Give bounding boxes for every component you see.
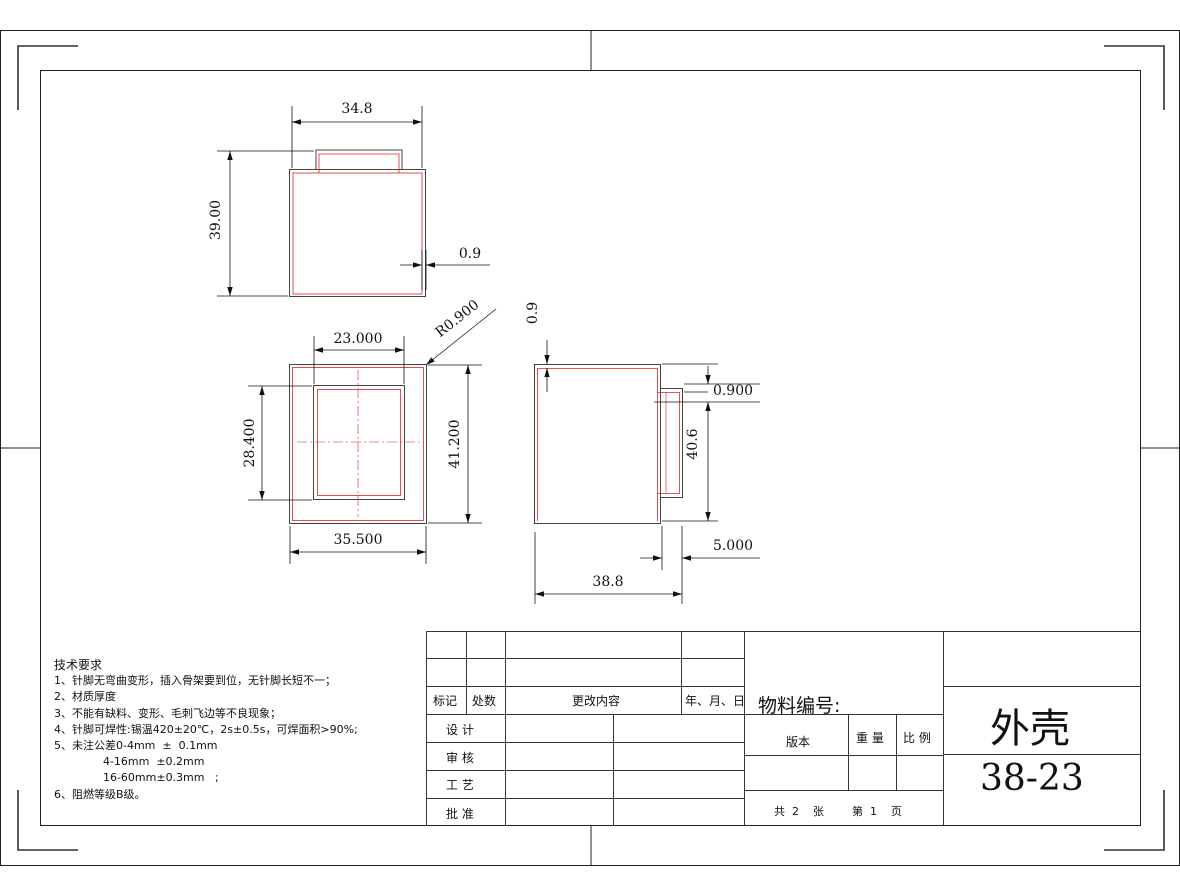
side-view-dimensions: [534, 340, 760, 604]
rev-header-mark: 标记: [433, 694, 458, 708]
tech-req-line-2: 2、材质厚度: [54, 690, 116, 704]
rev-header-date: 年、月、日: [685, 694, 746, 708]
tech-req-line-4: 4、针脚可焊性:锡温420±20℃，2s±0.5s，可焊面积>90%;: [54, 722, 358, 736]
role-approve: 批 准: [446, 807, 474, 821]
tech-req-line-6: 4-16mm ±0.2mm: [54, 755, 205, 769]
dim-front-outer-width: 35.500: [334, 532, 383, 548]
top-view: [289, 149, 426, 297]
weight-label: 重 量: [856, 731, 884, 745]
tech-req-line-3: 3、不能有缺料、变形、毛刺飞边等不良现象；: [54, 706, 281, 720]
drawing-number: 38-23: [980, 758, 1084, 799]
front-view: [289, 364, 427, 524]
top-view-dimensions: [217, 106, 490, 297]
corner-marks: [17, 45, 1165, 851]
sheet-info: 共 2 张 第 1 页: [774, 805, 902, 818]
dim-side-height: 40.6: [685, 428, 701, 459]
technical-requirements: 技术要求 1、针脚无弯曲变形，插入骨架要到位，无针脚长短不一； 2、材质厚度 3…: [54, 657, 414, 803]
tech-req-line-7: 16-60mm±0.3mm ;: [54, 771, 219, 785]
role-design: 设 计: [446, 723, 474, 737]
role-process: 工 艺: [446, 778, 474, 792]
dim-top-height: 39.00: [208, 200, 224, 240]
dim-side-tab-depth: 5.000: [713, 538, 753, 554]
dim-side-width: 38.8: [592, 574, 623, 590]
material-no-label: 物料编号:: [758, 695, 841, 717]
title-block-grid: [426, 631, 1141, 826]
side-view: [534, 364, 683, 524]
rev-header-count: 处数: [472, 694, 497, 708]
rev-header-content: 更改内容: [572, 694, 621, 708]
dim-front-inner-width: 23.000: [334, 331, 383, 347]
front-view-dimensions: [248, 308, 497, 564]
tech-req-title: 技术要求: [54, 658, 103, 672]
dim-side-wall-top: 0.9: [525, 302, 541, 324]
dim-top-width: 34.8: [341, 101, 372, 117]
dim-top-wall: 0.9: [459, 246, 481, 262]
dim-side-tab-thickness: 0.900: [713, 383, 753, 399]
scale-label: 比 例: [903, 731, 931, 745]
role-review: 审 核: [446, 751, 474, 765]
dim-front-radius: R0.900: [433, 297, 483, 341]
dim-front-inner-height: 28.400: [242, 419, 258, 468]
dim-front-outer-height: 41.200: [447, 420, 463, 469]
part-name: 外壳: [990, 706, 1070, 752]
version-label: 版本: [786, 735, 811, 749]
tech-req-line-1: 1、针脚无弯曲变形，插入骨架要到位，无针脚长短不一；: [54, 674, 336, 688]
tech-req-line-8: 6、阻燃等级B级。: [54, 787, 146, 801]
tech-req-line-5: 5、未注公差0-4mm ± 0.1mm: [54, 739, 218, 753]
